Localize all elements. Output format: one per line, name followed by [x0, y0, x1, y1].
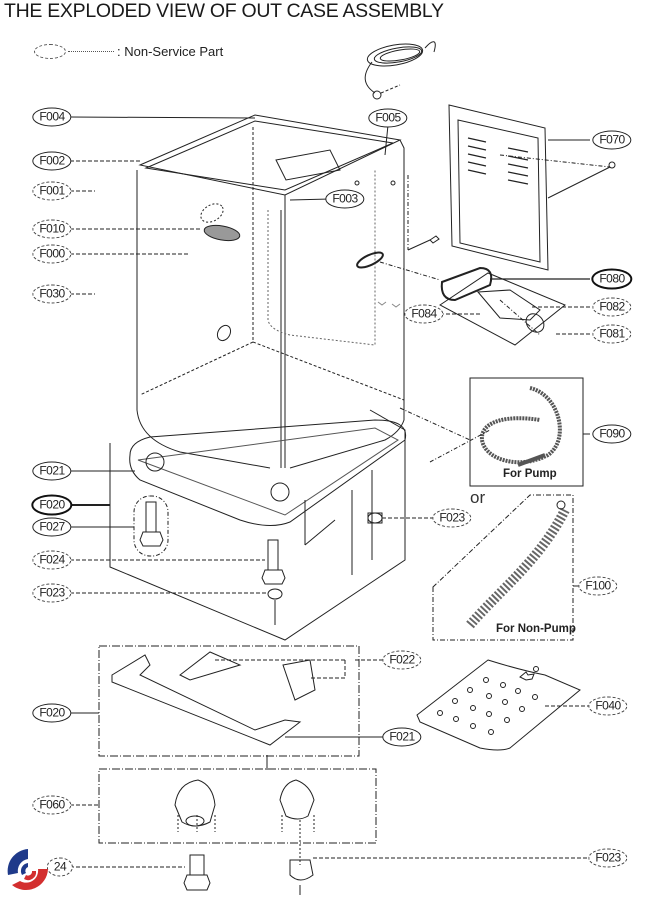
part-label-f020-bottom[interactable]: F020	[32, 703, 72, 723]
caption-or: or	[470, 488, 486, 507]
base-frame	[109, 409, 407, 641]
water-valve-assembly	[379, 261, 566, 346]
part-label-f022[interactable]: F022	[382, 650, 422, 670]
part-label-f010[interactable]: F010	[32, 219, 72, 239]
part-label-f002[interactable]: F002	[32, 151, 72, 171]
part-label-f003[interactable]: F003	[325, 189, 365, 209]
part-label-f023-left[interactable]: F023	[32, 583, 72, 603]
drain-plate	[416, 659, 581, 751]
part-label-f080[interactable]: F080	[591, 268, 633, 290]
part-label-f023-mid[interactable]: F023	[432, 508, 472, 528]
legend-text: : Non-Service Part	[117, 44, 224, 59]
feet-box	[98, 768, 377, 865]
part-label-f004[interactable]: F004	[32, 107, 72, 127]
leveling-feet	[133, 495, 286, 625]
part-label-f100[interactable]: F100	[578, 576, 618, 596]
power-cord	[364, 41, 436, 100]
caption-for-pump: For Pump	[503, 468, 557, 480]
part-label-f070[interactable]: F070	[592, 130, 632, 150]
brand-logo	[7, 849, 48, 891]
part-label-f005[interactable]: F005	[368, 108, 408, 128]
base-bracket-box	[98, 645, 360, 770]
part-label-f020-top[interactable]: F020	[31, 494, 73, 516]
part-label-f040[interactable]: F040	[588, 696, 628, 716]
part-label-f090[interactable]: F090	[592, 424, 632, 444]
cabinet-body	[136, 114, 405, 469]
leader-lines	[69, 116, 590, 868]
part-label-f023-bottom[interactable]: F023	[588, 848, 628, 868]
part-label-f030[interactable]: F030	[32, 284, 72, 304]
pump-hose-box	[399, 377, 584, 487]
dashed-oval-symbol	[34, 44, 66, 59]
legend-non-service-part: : Non-Service Part	[34, 44, 223, 59]
part-label-f001[interactable]: F001	[32, 181, 72, 201]
bottom-parts	[183, 854, 314, 895]
part-label-f024-bottom[interactable]: 24	[46, 857, 74, 877]
page-title: THE EXPLODED VIEW OF OUT CASE ASSEMBLY	[4, 0, 444, 22]
legend-leader	[68, 51, 114, 52]
part-label-f000[interactable]: F000	[32, 244, 72, 264]
part-label-f021-bottom[interactable]: F021	[382, 727, 422, 747]
part-label-f082[interactable]: F082	[592, 297, 632, 317]
non-pump-hose-box	[432, 494, 574, 641]
part-label-f027[interactable]: F027	[32, 517, 72, 537]
part-label-f081[interactable]: F081	[592, 324, 632, 344]
rear-cover-plate	[407, 104, 616, 271]
part-label-f084[interactable]: F084	[404, 304, 444, 324]
part-label-f021-top[interactable]: F021	[32, 461, 72, 481]
part-label-f024[interactable]: F024	[32, 550, 72, 570]
part-label-f060[interactable]: F060	[32, 795, 72, 815]
caption-for-non-pump: For Non-Pump	[496, 623, 576, 635]
